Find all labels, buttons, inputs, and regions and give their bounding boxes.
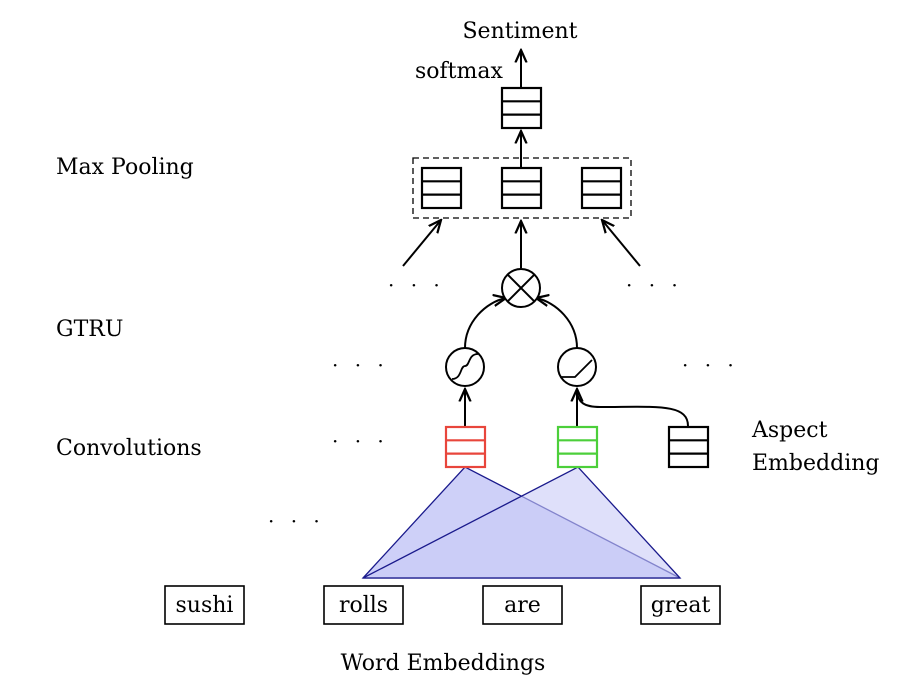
tanh-to-multiply-arrow	[464, 298, 506, 349]
softmax-label: softmax	[415, 59, 503, 84]
word-box: rolls	[323, 585, 404, 625]
pooled-vector-icon	[500, 166, 543, 210]
ellipsis: · · ·	[682, 353, 739, 377]
word-box: sushi	[164, 585, 245, 625]
sentiment-label: Sentiment	[462, 19, 577, 44]
relu-to-multiply-arrow	[536, 298, 578, 349]
max-pooling-label: Max Pooling	[56, 155, 194, 180]
aspect-to-relu-connector	[576, 391, 689, 427]
ellipsis: · · ·	[626, 273, 683, 297]
convolutions-label: Convolutions	[56, 436, 202, 461]
ellipsis: · · ·	[268, 509, 325, 533]
pooled-vector-icon	[420, 166, 463, 210]
tanh-conv-filter-icon	[444, 425, 487, 469]
gtru-label: GTRU	[56, 317, 123, 342]
relu-conv-filter-icon	[556, 425, 599, 469]
word-embeddings-label: Word Embeddings	[341, 651, 546, 676]
left-pool-arrow	[402, 220, 441, 267]
svg-text:great: great	[651, 593, 711, 618]
ellipsis: · · ·	[332, 353, 389, 377]
aspect-embedding-label: Aspect	[751, 418, 828, 443]
svg-text:sushi: sushi	[176, 593, 234, 618]
ellipsis: · · ·	[332, 429, 389, 453]
svg-text:are: are	[504, 593, 541, 618]
right-pool-arrow	[602, 220, 641, 267]
output-vector-icon	[500, 86, 543, 130]
word-box: great	[640, 585, 721, 625]
aspect-embedding-label: Embedding	[752, 451, 879, 476]
relu-activation-icon	[557, 347, 597, 387]
relu-filter-region	[362, 466, 682, 579]
ellipsis: · · ·	[388, 273, 445, 297]
pooled-vector-icon	[580, 166, 623, 210]
tanh-activation-icon	[445, 347, 485, 387]
svg-text:rolls: rolls	[339, 593, 388, 618]
aspect-embedding-icon	[667, 425, 710, 469]
filter-region	[361, 466, 682, 579]
word-box: are	[482, 585, 563, 625]
max-pooling-box	[412, 157, 632, 219]
multiply-icon	[501, 268, 541, 308]
